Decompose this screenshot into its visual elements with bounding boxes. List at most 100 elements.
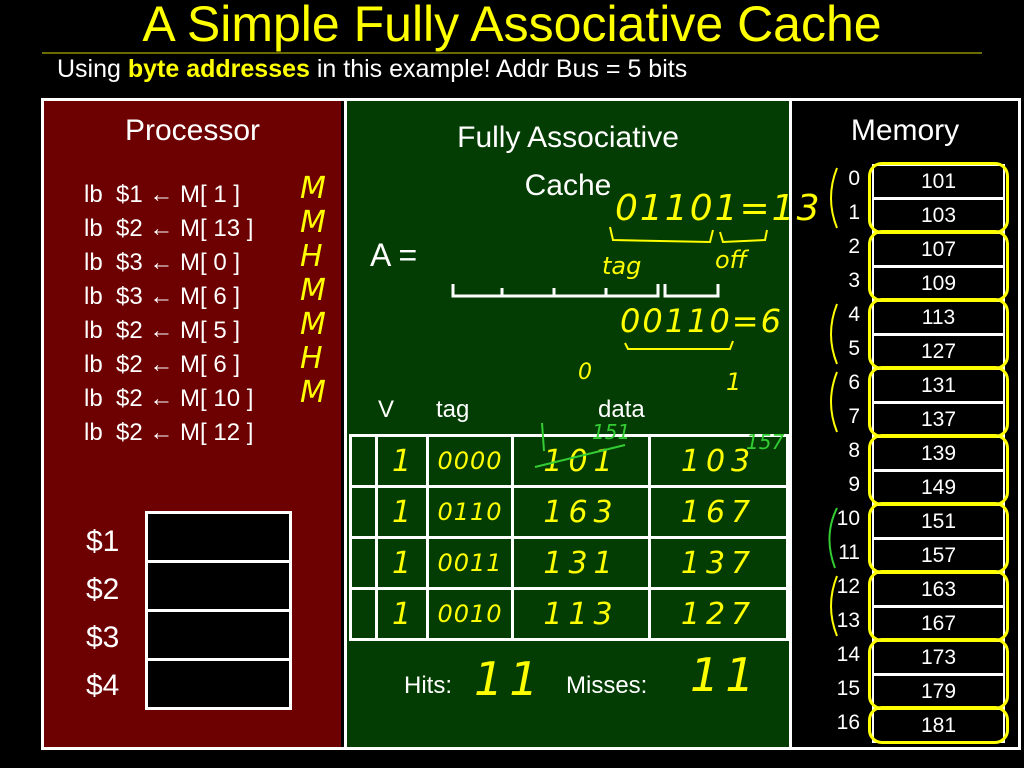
memory-address: 8 bbox=[848, 439, 860, 462]
memory-address: 10 bbox=[836, 507, 860, 530]
hit-miss-mark: M bbox=[300, 375, 326, 410]
memory-address: 13 bbox=[836, 609, 860, 632]
col-header-data: data bbox=[598, 396, 645, 423]
offset-field-bracket bbox=[663, 284, 720, 298]
register-label: $2 bbox=[86, 573, 120, 606]
hit-miss-mark: M bbox=[300, 307, 326, 342]
cache-valid-cell: 1 bbox=[375, 536, 429, 590]
instruction-line: lb $2 ← M[ 5 ] bbox=[84, 317, 241, 344]
hit-miss-mark: M bbox=[300, 205, 326, 240]
hit-miss-mark: M bbox=[300, 171, 326, 206]
annotation-address-6: 00110=6 bbox=[620, 302, 783, 340]
slide-subtitle: Using byte addresses in this example! Ad… bbox=[57, 55, 687, 84]
cache-data-cell: 127 bbox=[648, 587, 789, 641]
memory-address: 4 bbox=[848, 303, 860, 326]
address-label: A = bbox=[370, 237, 418, 273]
overwrite-valid-stroke bbox=[541, 422, 545, 452]
memory-block-outline bbox=[868, 366, 1009, 438]
cache-data-cell: 137 bbox=[648, 536, 789, 590]
register-box bbox=[145, 609, 292, 661]
memory-address: 2 bbox=[848, 235, 860, 258]
instruction-line: lb $2 ← M[ 10 ] bbox=[84, 385, 254, 412]
cache-data-cell: 113 bbox=[511, 587, 651, 641]
cache-lru-cell bbox=[349, 434, 378, 488]
memory-address: 12 bbox=[836, 575, 860, 598]
cache-lru-cell bbox=[349, 536, 378, 590]
cache-data-cell: 163 bbox=[511, 485, 651, 539]
register-label: $4 bbox=[86, 669, 120, 702]
cache-data-cell: 167 bbox=[648, 485, 789, 539]
instruction-line: lb $3 ← M[ 6 ] bbox=[84, 283, 241, 310]
memory-address: 7 bbox=[848, 405, 860, 428]
memory-block-outline bbox=[868, 570, 1009, 642]
register-box bbox=[145, 658, 292, 710]
memory-address: 0 bbox=[848, 167, 860, 190]
bracket-0-1 bbox=[830, 167, 838, 229]
bracket-6-7 bbox=[830, 371, 838, 433]
memory-address: 16 bbox=[836, 711, 860, 734]
memory-address: 9 bbox=[848, 473, 860, 496]
subtitle-prefix: Using bbox=[57, 55, 128, 83]
col-header-tag: tag bbox=[436, 396, 470, 423]
processor-heading: Processor bbox=[124, 114, 261, 147]
annotation-address-13: 01101=13 bbox=[615, 188, 822, 229]
memory-block-outline bbox=[868, 706, 1009, 744]
annotation-157: 157 bbox=[746, 430, 785, 454]
instruction-line: lb $3 ← M[ 0 ] bbox=[84, 249, 241, 276]
cache-valid-cell: 1 bbox=[375, 434, 429, 488]
title-divider bbox=[42, 52, 982, 54]
memory-address: 15 bbox=[836, 677, 860, 700]
memory-block-outline bbox=[868, 298, 1009, 370]
bracket-4-5 bbox=[830, 303, 838, 365]
memory-address: 6 bbox=[848, 371, 860, 394]
cache-heading: Fully Associative Cache bbox=[344, 114, 792, 210]
cache-valid-cell: 1 bbox=[375, 485, 429, 539]
cache-tag-cell: 0010 bbox=[426, 587, 514, 641]
cache-tag-cell: 0110 bbox=[426, 485, 514, 539]
subtitle-highlight: byte addresses bbox=[127, 55, 310, 83]
memory-block-outline bbox=[868, 434, 1009, 506]
annotation-151: 151 bbox=[592, 420, 631, 444]
hit-miss-mark: H bbox=[300, 341, 323, 376]
misses-label: Misses: bbox=[566, 672, 648, 699]
memory-pair-brackets bbox=[828, 167, 838, 637]
cache-data-cell: 131 bbox=[511, 536, 651, 590]
instruction-line: lb $2 ← M[ 13 ] bbox=[84, 215, 254, 242]
cache-lru-cell bbox=[349, 587, 378, 641]
instruction-line: lb $2 ← M[ 6 ] bbox=[84, 351, 241, 378]
memory-address: 1 bbox=[848, 201, 860, 224]
register-box bbox=[145, 511, 292, 563]
cache-heading-line1: Fully Associative bbox=[457, 121, 679, 154]
hit-miss-mark bbox=[300, 410, 326, 444]
memory-block-outline bbox=[868, 230, 1009, 302]
address-bit-fields bbox=[451, 284, 720, 298]
hit-miss-mark: M bbox=[300, 273, 326, 308]
hit-miss-mark: H bbox=[300, 239, 323, 274]
memory-block-outline bbox=[868, 162, 1009, 234]
memory-address: 11 bbox=[838, 541, 860, 564]
cache-tag-cell: 0011 bbox=[426, 536, 514, 590]
memory-heading: Memory bbox=[850, 114, 960, 147]
instruction-list: lb $1 ← M[ 1 ]lb $2 ← M[ 13 ]lb $3 ← M[ … bbox=[84, 178, 253, 450]
col-header-valid: V bbox=[378, 396, 395, 423]
cache-tag-cell: 0000 bbox=[426, 434, 514, 488]
annotation-one: 1 bbox=[726, 368, 742, 396]
diagram-frame bbox=[41, 98, 1021, 750]
memory-address: 3 bbox=[848, 269, 860, 292]
memory-block-outline bbox=[868, 638, 1009, 710]
annotation-tag: tag bbox=[602, 252, 642, 280]
memory-address: 5 bbox=[848, 337, 860, 360]
annotation-offset: off bbox=[715, 246, 748, 274]
register-file bbox=[145, 511, 292, 710]
memory-address: 14 bbox=[836, 643, 860, 666]
register-label: $3 bbox=[86, 621, 120, 654]
strike-through-101 bbox=[534, 444, 626, 468]
cache-valid-cell: 1 bbox=[375, 587, 429, 641]
annotation-underline bbox=[624, 340, 734, 350]
hits-label: Hits: bbox=[404, 672, 452, 699]
cache-heading-line2: Cache bbox=[524, 169, 612, 202]
subtitle-suffix: in this example! Addr Bus = 5 bits bbox=[309, 55, 688, 83]
tag-bit-dividers bbox=[500, 288, 608, 296]
